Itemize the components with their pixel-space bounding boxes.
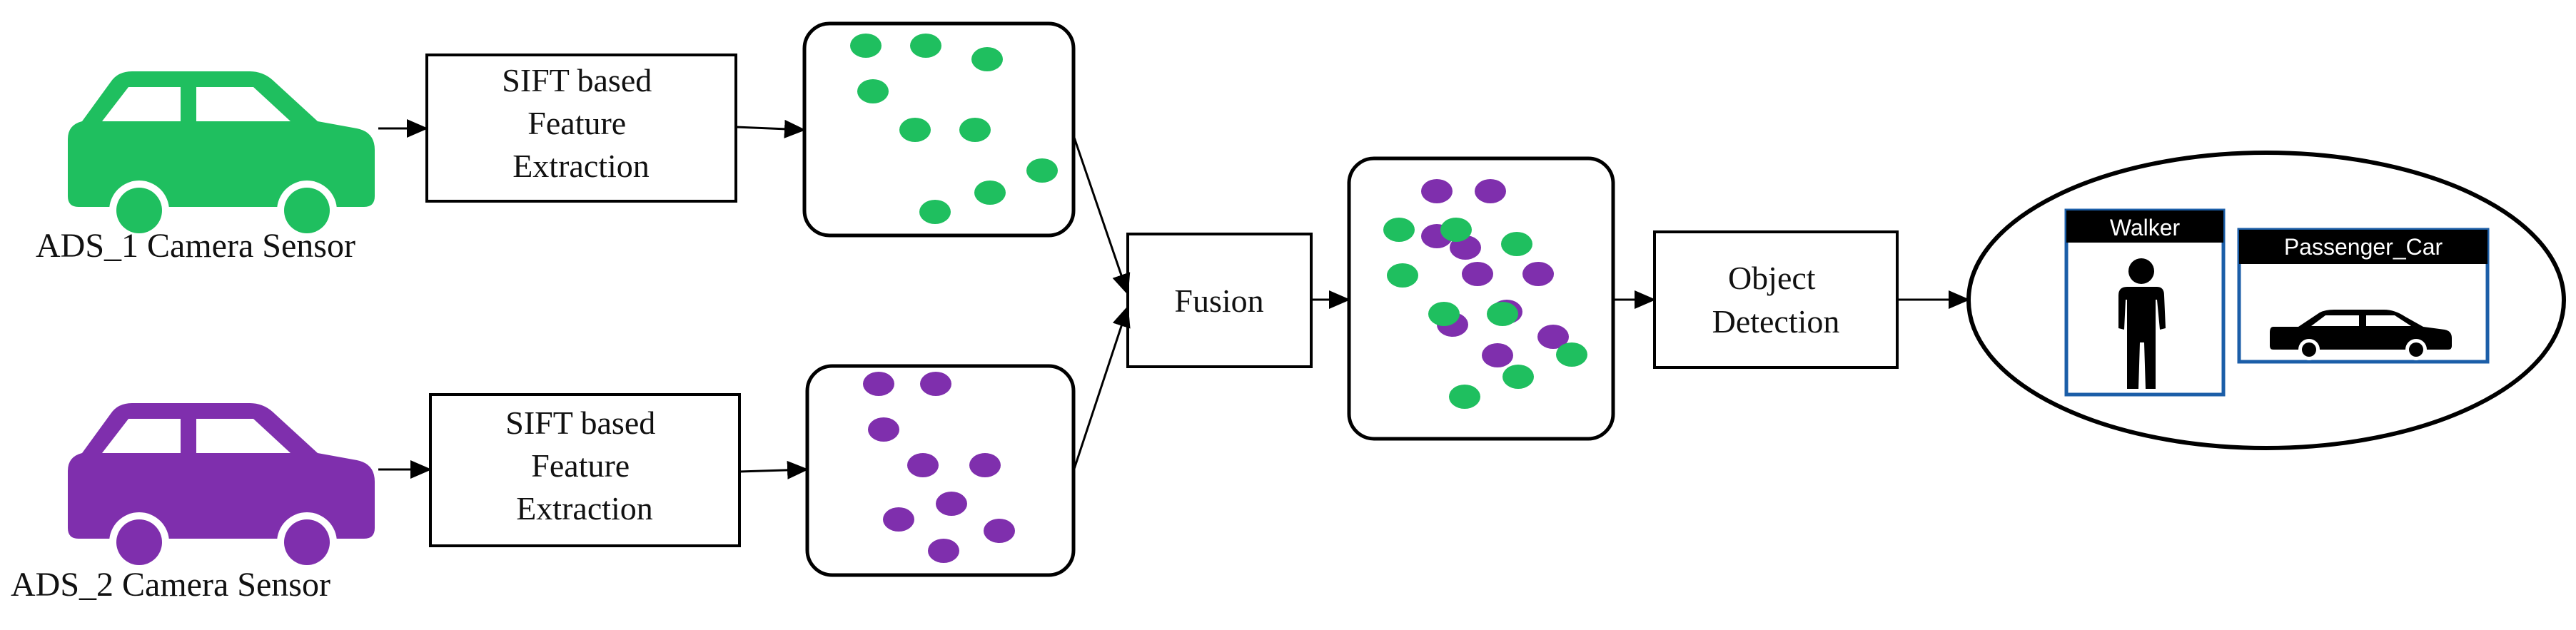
sift-1-line-2: Feature [527, 105, 626, 141]
svg-text:SIFT based Feature: SIFT based Feature Extraction [505, 405, 664, 527]
sift-1-line-1: SIFT based [502, 62, 652, 98]
sift-box-2: SIFT based Feature Extraction [429, 393, 741, 547]
sift-2-line-1: SIFT based [505, 405, 655, 441]
arrow-sift2-to-features2 [739, 460, 809, 479]
sift-2-line-2: Feature [531, 447, 630, 484]
feature-point [1482, 343, 1513, 367]
car-icon [2270, 310, 2452, 360]
feature-point [1449, 385, 1480, 409]
feature-point [971, 47, 1003, 71]
feature-point [868, 417, 899, 442]
feature-point [920, 372, 951, 396]
green-car-icon [68, 71, 375, 240]
feature-set-2 [805, 364, 1076, 577]
feature-point [863, 372, 894, 396]
feature-set-1 [802, 21, 1076, 238]
feature-point [1501, 232, 1532, 256]
purple-feature-points [863, 372, 1015, 563]
feature-point [907, 453, 939, 477]
feature-point [1522, 262, 1554, 286]
feature-point [919, 200, 951, 224]
connectors [378, 119, 1970, 479]
feature-point [936, 492, 967, 516]
arrow-features1-to-fusion [1072, 135, 1131, 295]
feature-point [1440, 218, 1472, 242]
detection-line-1: Object [1728, 260, 1816, 296]
arrow-features2-to-fusion [1072, 305, 1131, 472]
feature-point [1556, 342, 1587, 367]
feature-point [969, 453, 1001, 477]
purple-car-icon [68, 403, 375, 572]
feature-point [1387, 263, 1418, 288]
sift-2-line-3: Extraction [516, 490, 653, 527]
feature-point [883, 507, 914, 532]
feature-point [974, 181, 1006, 205]
feature-point [1537, 325, 1569, 349]
feature-point [1487, 302, 1518, 326]
arrow-sift1-to-features1 [735, 119, 806, 138]
svg-text:Object Detection: Object Detection [1712, 260, 1840, 340]
feature-point [857, 79, 889, 103]
feature-point [1475, 179, 1506, 203]
detection-output: Walker Passenger_Car [1966, 151, 2566, 450]
walker-badge: Walker [2064, 208, 2226, 397]
feature-point [1428, 302, 1460, 326]
ads1-camera-sensor: ADS_1 Camera Sensor [36, 71, 375, 265]
feature-point [1026, 158, 1058, 183]
feature-point [850, 34, 882, 58]
sift-box-1: SIFT based Feature Extraction [425, 54, 737, 203]
detection-line-2: Detection [1712, 303, 1840, 340]
feature-point [1462, 262, 1493, 286]
feature-point [1502, 365, 1534, 389]
feature-point [928, 539, 959, 563]
feature-point [899, 118, 931, 142]
ads2-sensor-label: ADS_2 Camera Sensor [11, 566, 330, 604]
fused-feature-set [1347, 156, 1615, 441]
passenger-car-label: Passenger_Car [2284, 234, 2443, 260]
feature-point [1421, 179, 1453, 203]
feature-point [1383, 218, 1415, 242]
passenger-car-badge: Passenger_Car [2237, 228, 2490, 364]
fusion-box: Fusion [1126, 233, 1313, 368]
green-feature-points [850, 34, 1058, 224]
feature-point [984, 519, 1015, 543]
fusion-label: Fusion [1174, 283, 1263, 319]
feature-point [959, 118, 991, 142]
svg-text:SIFT based Feature: SIFT based Feature Extraction [502, 62, 660, 184]
fused-feature-points [1383, 179, 1587, 409]
ads2-camera-sensor: ADS_2 Camera Sensor [11, 403, 375, 604]
ads1-sensor-label: ADS_1 Camera Sensor [36, 227, 355, 265]
walker-label: Walker [2110, 215, 2181, 240]
sift-1-line-3: Extraction [512, 148, 650, 184]
object-detection-box: Object Detection [1653, 230, 1899, 369]
person-icon [2118, 258, 2166, 389]
feature-point [910, 34, 941, 58]
